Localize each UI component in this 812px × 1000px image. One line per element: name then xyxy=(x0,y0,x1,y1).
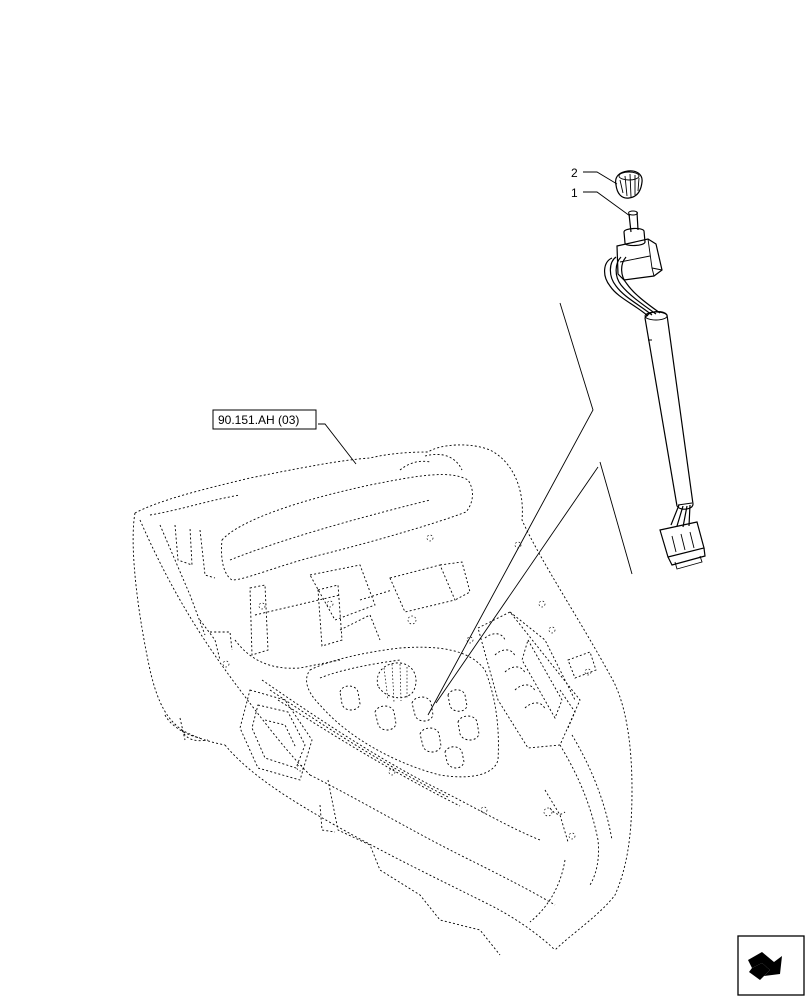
armrest-console-assembly xyxy=(132,444,633,956)
next-page-arrow-icon[interactable] xyxy=(737,935,805,996)
potentiometer-part xyxy=(604,210,706,570)
reference-link[interactable]: 90.151.AH (03) xyxy=(212,409,317,430)
callout-label-2: 2 xyxy=(571,166,578,180)
callout-label-1: 1 xyxy=(571,186,578,200)
knob-part xyxy=(615,170,643,199)
leader-lines xyxy=(318,171,633,716)
reference-label[interactable]: 90.151.AH (03) xyxy=(218,413,299,427)
